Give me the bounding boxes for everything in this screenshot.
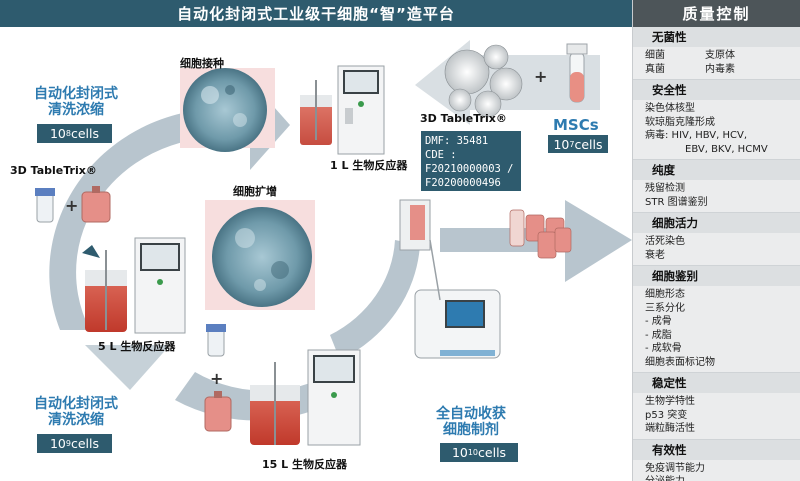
label-seeding: 细胞接种 xyxy=(180,57,224,70)
bioreactor-5l xyxy=(85,237,186,334)
qc-item-row: - 成脂 xyxy=(645,329,800,343)
msc-tube xyxy=(566,43,588,103)
qc-item-row: EBV, BKV, HCMV xyxy=(645,143,800,157)
qc-item-row: - 成骨 xyxy=(645,315,800,329)
process-diagram xyxy=(35,40,632,446)
qc-item: 支原体 xyxy=(705,50,735,61)
qc-item-row: 生物学特性 xyxy=(645,395,800,409)
qc-section: 安全性染色体核型软琼脂克隆形成病毒: HIV, HBV, HCV, EBV, BK… xyxy=(633,80,800,160)
qc-section: 无菌性细菌 支原体真菌 内毒素 xyxy=(633,27,800,80)
qc-section-title: 细胞活力 xyxy=(633,213,800,233)
qc-item: 细菌 xyxy=(645,50,665,61)
qc-item: 真菌 xyxy=(645,63,665,75)
label-tabletrix-top: 3D TableTrix® xyxy=(420,112,507,125)
qc-section: 稳定性生物学特性 p53 突变端粒酶活性 xyxy=(633,373,800,440)
qc-item: 端粒酶活性 xyxy=(645,423,695,434)
qc-item: 细胞形态 xyxy=(645,289,685,300)
cell-expansion-sphere xyxy=(212,207,312,307)
tabletrix-vial-left xyxy=(35,188,55,223)
page-title: 自动化封闭式工业级干细胞“智”造平台 xyxy=(0,0,632,27)
qc-item-row: 三系分化 xyxy=(645,302,800,316)
bioreactor-1l xyxy=(300,65,385,155)
qc-sections: 无菌性细菌 支原体真菌 内毒素安全性染色体核型软琼脂克隆形成病毒: HIV, HBV… xyxy=(633,27,800,481)
msc-bag-bottom xyxy=(204,391,232,432)
qc-item: 细胞表面标记物 xyxy=(645,356,715,368)
msc-label: MSCs xyxy=(553,116,599,134)
qc-item-row: 细胞形态 xyxy=(645,288,800,302)
qc-item: 免疫调节能力 xyxy=(645,462,705,474)
qc-item: 内毒素 xyxy=(705,63,735,75)
qc-item-row: p53 突变 xyxy=(645,409,800,423)
qc-item-row: 活死染色 xyxy=(645,235,800,249)
qc-section-title: 有效性 xyxy=(633,439,800,460)
qc-section-title: 稳定性 xyxy=(633,373,800,393)
bioreactor-15l xyxy=(250,349,361,446)
label-reactor-15l: 15 L 生物反应器 xyxy=(262,458,347,471)
msc-microcarriers xyxy=(444,44,523,118)
label-reactor-5l: 5 L 生物反应器 xyxy=(98,340,176,353)
qc-item: 残留检测 xyxy=(645,183,685,194)
qc-item: 软琼脂克隆形成 xyxy=(645,116,715,128)
qc-item-row: 分泌能力 xyxy=(645,475,800,481)
qc-item-row: 真菌 内毒素 xyxy=(645,63,800,77)
qc-item: - 成骨 xyxy=(645,316,672,327)
qc-section-title: 安全性 xyxy=(633,80,800,100)
qc-item-row: 细菌 支原体 xyxy=(645,49,800,63)
qc-section-title: 无菌性 xyxy=(633,27,800,47)
plus-bottom: + xyxy=(210,369,224,388)
qc-item: 生物学特性 xyxy=(645,396,695,407)
quality-control-panel: 质量控制 无菌性细菌 支原体真菌 内毒素安全性染色体核型软琼脂克隆形成病毒: HIV… xyxy=(632,0,800,481)
qc-item: p53 突变 xyxy=(645,409,688,421)
qc-item: STR 图谱鉴别 xyxy=(645,196,708,208)
qc-item-row: 软琼脂克隆形成 xyxy=(645,116,800,130)
plus-top: + xyxy=(534,67,548,86)
qc-item-row: 病毒: HIV, HBV, HCV, xyxy=(645,129,800,143)
qc-item: EBV, BKV, HCMV xyxy=(685,143,768,155)
label-tabletrix-left: 3D TableTrix® xyxy=(10,164,97,177)
qc-section: 细胞鉴别细胞形态三系分化 - 成骨 - 成脂 - 成软骨细胞表面标记物 xyxy=(633,266,800,373)
msc-bag-left xyxy=(81,186,111,223)
qc-item-row: 端粒酶活性 xyxy=(645,422,800,436)
qc-item-row: - 成软骨 xyxy=(645,342,800,356)
qc-item: - 成软骨 xyxy=(645,343,682,354)
qc-item: - 成脂 xyxy=(645,329,672,341)
wash-label-top: 自动化封闭式清洗浓缩 xyxy=(34,86,118,118)
qc-item: 分泌能力 xyxy=(645,475,685,481)
qc-item-row: 衰老 xyxy=(645,249,800,263)
tabletrix-vial-bottom xyxy=(206,324,226,357)
qc-section: 纯度残留检测 STR 图谱鉴别 xyxy=(633,160,800,213)
qc-item-row: 细胞表面标记物 xyxy=(645,356,800,370)
qc-item-row: 残留检测 xyxy=(645,182,800,196)
cell-seeding-sphere xyxy=(183,68,267,152)
qc-item: 病毒: HIV, HBV, HCV, xyxy=(645,130,748,141)
registration-box: DMF: 35481 CDE : F20210000003 / F2020000… xyxy=(421,131,521,191)
qc-item-row: 染色体核型 xyxy=(645,102,800,116)
qc-section-title: 纯度 xyxy=(633,160,800,180)
qc-section: 有效性免疫调节能力分泌能力 xyxy=(633,439,800,481)
qc-section-title: 细胞鉴别 xyxy=(633,266,800,286)
qc-item-row: 免疫调节能力 xyxy=(645,462,800,476)
qc-item: 衰老 xyxy=(645,249,665,261)
label-reactor-1l: 1 L 生物反应器 xyxy=(330,159,408,172)
output-bags xyxy=(509,209,572,259)
qc-section: 细胞活力活死染色衰老 xyxy=(633,213,800,266)
qc-item-row: STR 图谱鉴别 xyxy=(645,196,800,210)
harvest-machine xyxy=(399,199,501,359)
qc-item: 三系分化 xyxy=(645,302,685,314)
qc-header: 质量控制 xyxy=(633,0,800,27)
plus-left: + xyxy=(65,196,79,215)
wash-label-bottom: 自动化封闭式清洗浓缩 xyxy=(34,396,118,428)
label-expansion: 细胞扩增 xyxy=(233,185,277,198)
qc-item: 染色体核型 xyxy=(645,103,695,114)
harvest-label: 全自动收获细胞制剂 xyxy=(436,406,506,438)
qc-item: 活死染色 xyxy=(645,236,685,247)
